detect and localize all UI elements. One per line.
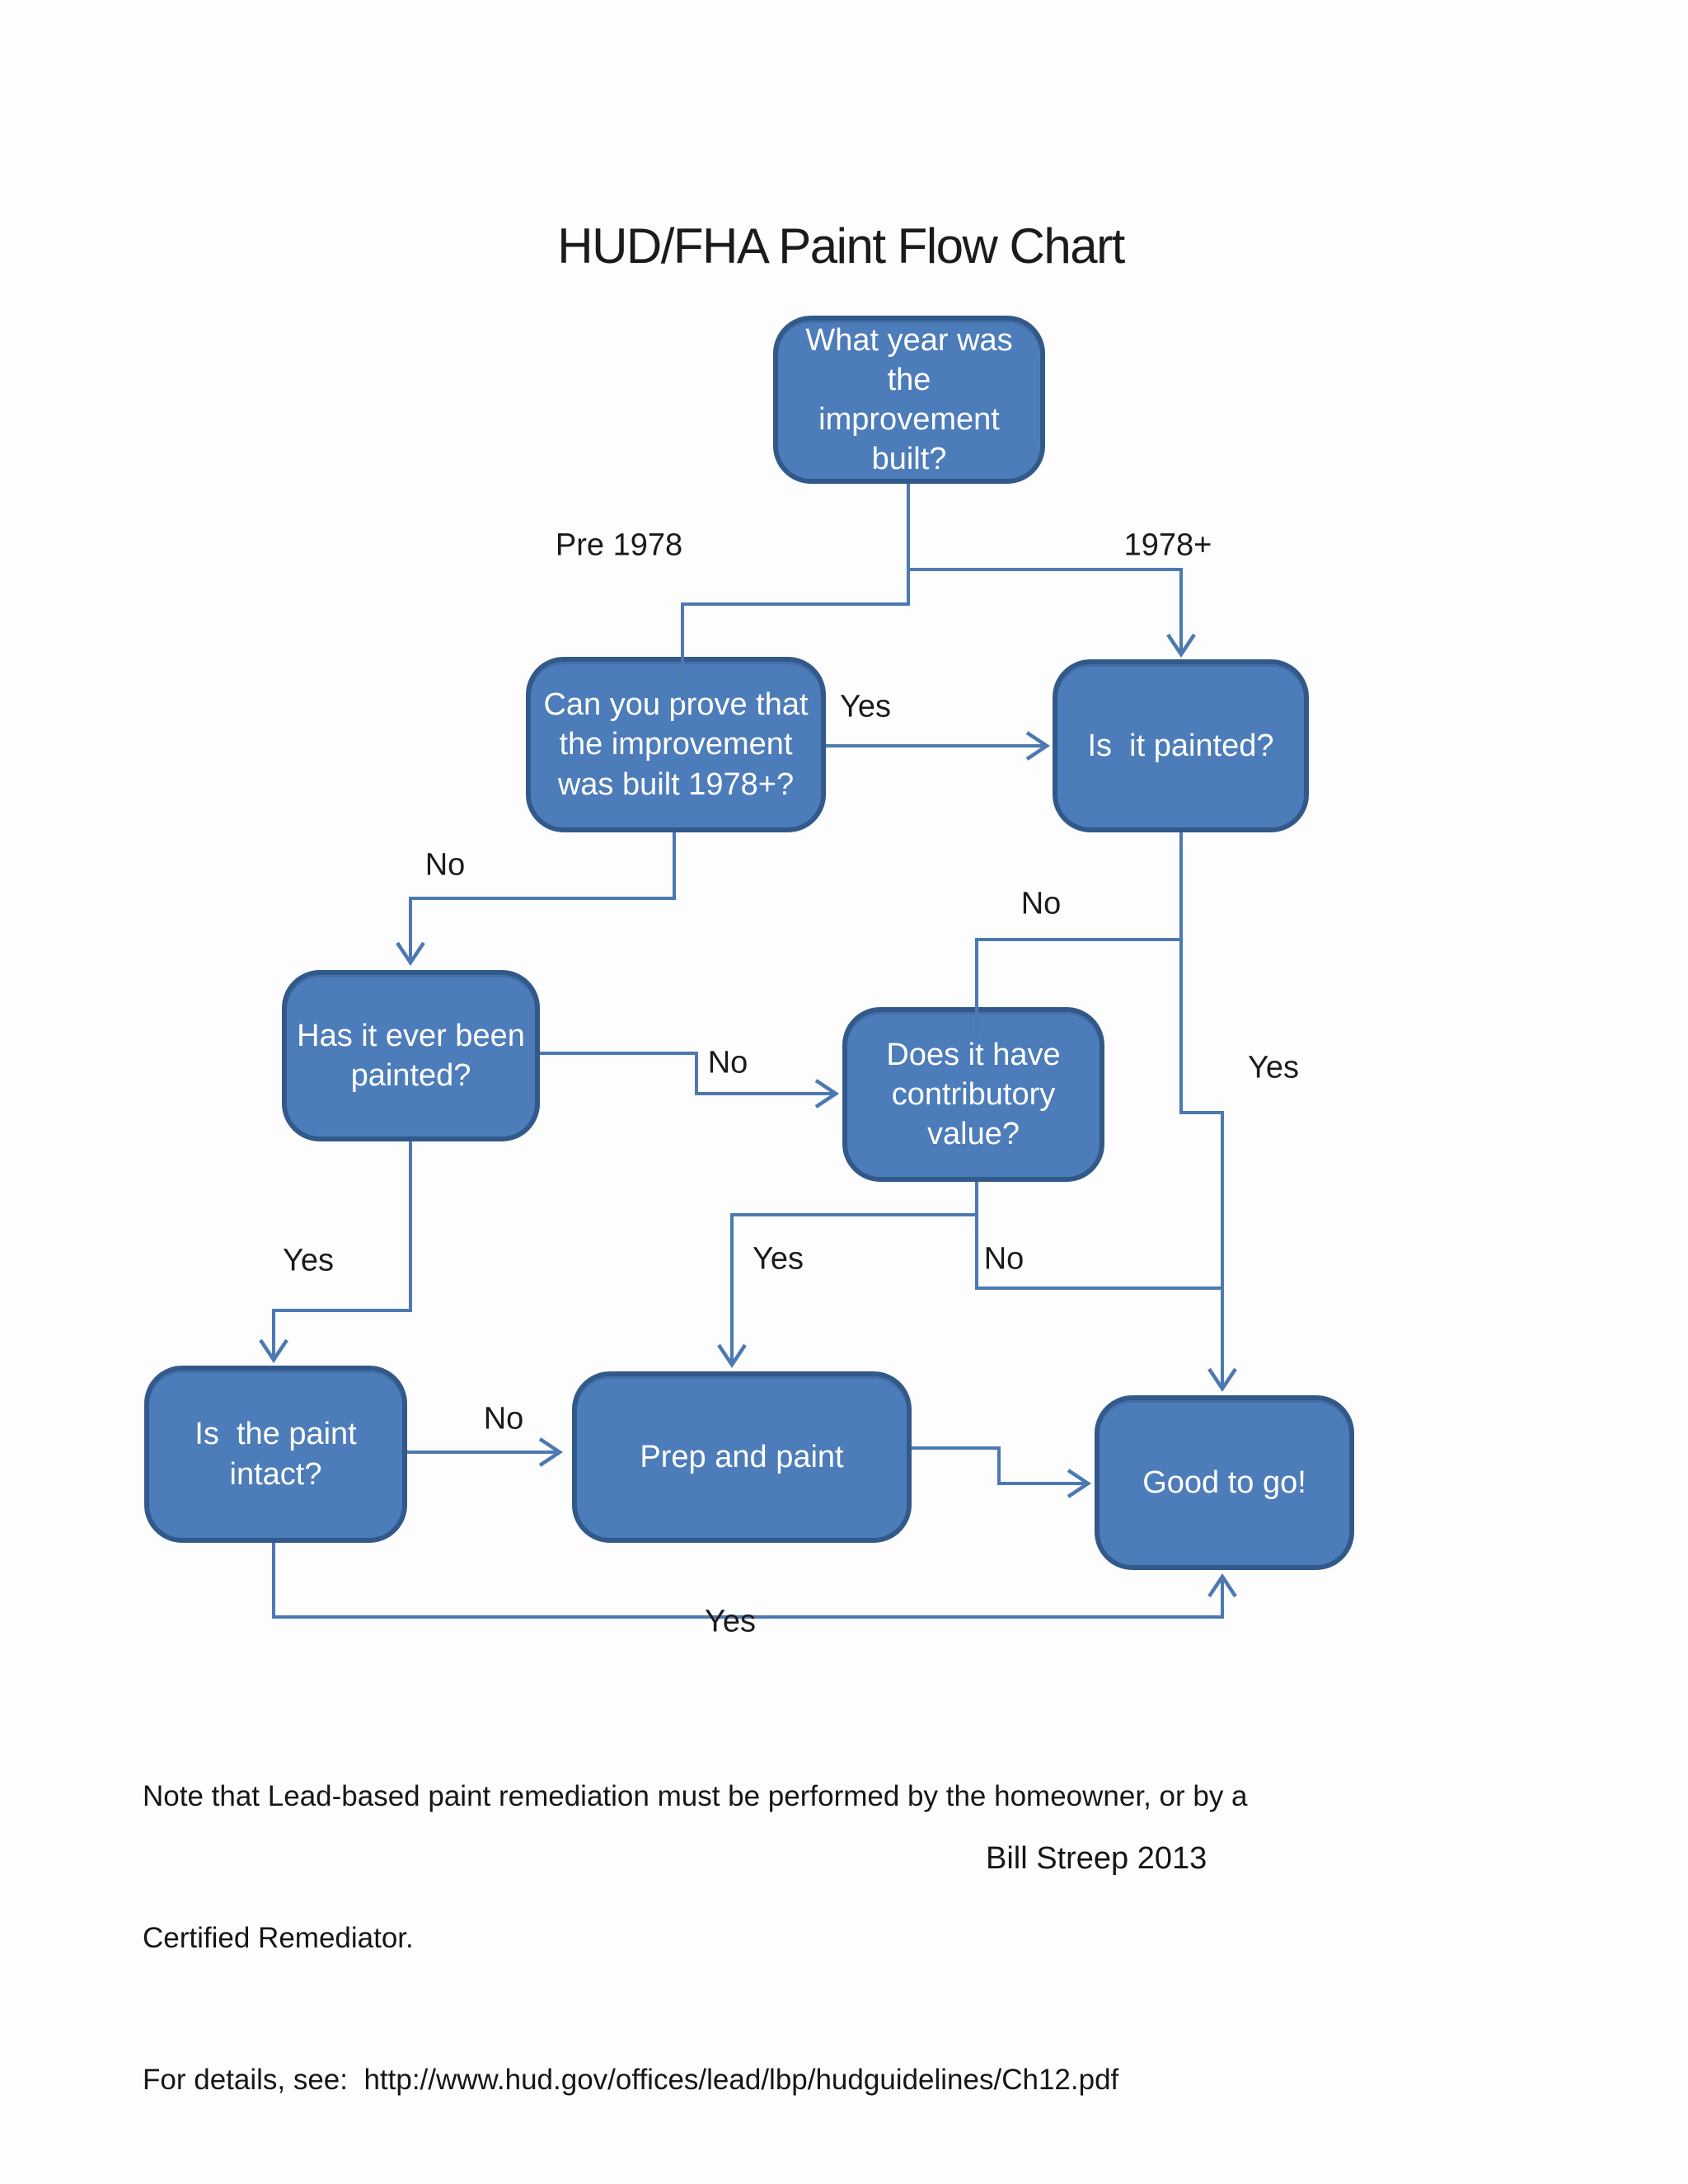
flow-node-label: Good to go!: [1142, 1465, 1306, 1500]
edge-label-pre-1978: Pre 1978: [555, 527, 683, 563]
flow-edge-painted-yes-to-good: [1179, 940, 1237, 1393]
flow-node-can-you-prove: Can you prove that the improvement was b…: [526, 657, 826, 832]
edge-label-no-painted: No: [1020, 886, 1062, 921]
flow-edge-painted-no-to-contributory: [975, 832, 1183, 1037]
edge-label-1978-plus: 1978+: [1123, 527, 1212, 563]
note-line: Note that Lead-based paint remediation m…: [143, 1779, 1248, 1812]
note-line: For details, see: http://www.hud.gov/off…: [143, 2064, 1119, 2097]
page-title: HUD/FHA Paint Flow Chart: [557, 218, 1125, 274]
flow-node-what-year-built: What year was the improvement built?: [773, 316, 1045, 484]
flow-edge-ever-no-to-contributory: [540, 1052, 840, 1108]
flow-node-is-it-painted: Is it painted?: [1053, 659, 1309, 832]
flow-node-label: Does it have contributory value?: [886, 1037, 1061, 1152]
flow-node-good-to-go: Good to go!: [1095, 1395, 1354, 1570]
flow-edge-built-1978plus-to-painted: [908, 568, 1196, 658]
edge-label-no-contributory: No: [983, 1241, 1025, 1277]
note-line: Certified Remediator.: [143, 1921, 414, 1954]
edge-label-yes-painted: Yes: [1248, 1050, 1299, 1085]
flow-node-label: Is it painted?: [1087, 728, 1274, 763]
flow-node-label: Can you prove that the improvement was b…: [543, 687, 809, 802]
author-credit: Bill Streep 2013: [986, 1841, 1207, 1876]
flow-node-label: Prep and paint: [640, 1439, 844, 1474]
edge-label-no-ever-painted: No: [707, 1045, 748, 1080]
flow-node-label: Is the paint intact?: [195, 1417, 357, 1492]
edge-label-no-intact: No: [483, 1401, 524, 1436]
flow-edge-prep-to-good: [912, 1446, 1092, 1498]
edge-label-yes-intact: Yes: [705, 1604, 756, 1639]
note-text: Note that Lead-based paint remediation m…: [143, 1678, 1248, 2184]
edge-label-yes-prove: Yes: [840, 689, 891, 724]
edge-label-no-prove: No: [424, 847, 466, 883]
flow-node-label: Has it ever been painted?: [297, 1018, 525, 1093]
flow-node-contributory-value: Does it have contributory value?: [842, 1007, 1104, 1182]
flow-node-label: What year was the improvement built?: [805, 322, 1013, 477]
edge-label-yes-ever-painted: Yes: [283, 1243, 334, 1278]
edge-label-yes-contributory: Yes: [753, 1241, 804, 1277]
flow-node-has-it-ever-been-painted: Has it ever been painted?: [282, 970, 540, 1141]
flow-node-is-paint-intact: Is the paint intact?: [144, 1366, 407, 1543]
flow-node-prep-and-paint: Prep and paint: [572, 1371, 912, 1543]
